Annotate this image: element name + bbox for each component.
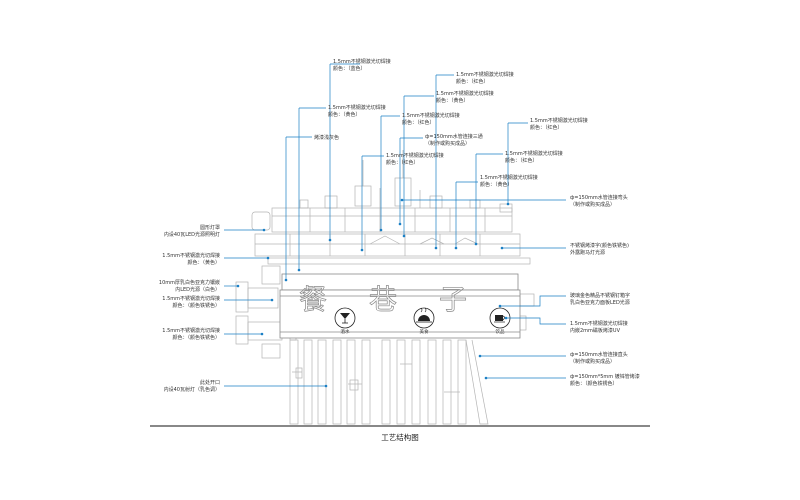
label-top-11: 1.5mm不锈钢激光切焊接颜色：（红色）: [530, 117, 588, 131]
label-top-4: 1.5mm不锈钢激光切焊接颜色：（黄色）: [328, 104, 386, 118]
label-left-6: 此处开口内设40瓦射灯（乳色调）: [164, 379, 220, 393]
badge-3-text: 饮品: [496, 328, 505, 335]
label-top-2: 1.5mm不锈钢激光切焊接颜色：（红色）: [456, 71, 514, 85]
leader-lines: [224, 63, 566, 388]
label-left-1: 圆形灯罩内设40瓦LED光源照明灯: [164, 224, 220, 238]
badge-1-text: 酒水: [341, 328, 350, 335]
badge-2-text: 美食: [420, 328, 429, 335]
label-top-1: 1.5mm不锈钢激光切焊接颜色：（蓝色）: [333, 58, 391, 72]
sign-char-1: 餐: [299, 283, 327, 316]
diagram-title: 工艺结构图: [381, 432, 419, 442]
label-left-2: 1.5mm不锈钢激光切焊接颜色：（黄色）: [162, 252, 220, 266]
label-right-5: ф=150mm水管连接直头（制作或购买成品）: [570, 351, 628, 365]
label-top-5: 1.5mm不锈钢激光切焊接颜色：（红色）: [402, 112, 460, 126]
sign-characters: 餐 巷 子: [299, 283, 468, 317]
sign-char-3: 子: [439, 283, 467, 316]
label-left-5: 1.5mm不锈钢激光切焊接颜色：（颜色铁锈色）: [162, 327, 220, 341]
sign-char-2: 巷: [369, 283, 397, 316]
badge-3: 饮品: [489, 307, 511, 335]
label-left-4: 1.5mm不锈钢激光切焊接颜色：（颜色铁锈色）: [162, 295, 220, 309]
icon-badges: 酒水 美食 饮品: [334, 307, 511, 335]
label-top-10: 1.5mm不锈钢激光切焊接颜色：（黄色）: [480, 174, 538, 188]
label-top-8: 1.5mm不锈钢激光切焊接颜色：（红色）: [386, 152, 444, 166]
label-top-7: ф=150mm水管连接三通（制作或购买成品）: [425, 133, 483, 147]
label-top-6: 烤漆浅灰色: [314, 134, 339, 141]
badge-2: 美食: [413, 307, 435, 335]
cocktail-icon: [340, 313, 350, 324]
badge-1: 酒水: [334, 307, 356, 335]
annotation-labels: 1.5mm不锈钢激光切焊接颜色：（蓝色） 1.5mm不锈钢激光切焊接颜色：（红色…: [159, 58, 640, 393]
label-right-3: 玻璃金色精品不锈钢钉箱字乳白色亚克力面板LED光源: [570, 292, 630, 306]
label-left-3: 10mm厚乳白色亚克力镶嵌内LED光源（白色）: [159, 279, 220, 293]
label-right-4: 1.5mm不锈钢激光切焊接内嵌2mm磁板烤漆UV: [570, 320, 628, 334]
label-top-9: 1.5mm不锈钢激光切焊接颜色：（红色）: [505, 150, 563, 164]
label-right-2: 不锈钢烤漆字(颜色铁锈色)外露跑马灯光源: [570, 242, 629, 256]
label-right-1: ф=150mm水管连接弯头（制作或购买成品）: [570, 194, 628, 208]
sign-sketch: 餐 巷 子 酒水 美食: [235, 150, 535, 425]
food-cover-icon: [416, 307, 432, 323]
coffee-icon: [494, 315, 505, 323]
label-right-6: ф=150mm*5mm 镀锌管烤漆颜色：（颜色铁锈色）: [570, 373, 640, 387]
label-top-3: 1.5mm不锈钢激光切焊接颜色：（黄色）: [436, 90, 494, 104]
